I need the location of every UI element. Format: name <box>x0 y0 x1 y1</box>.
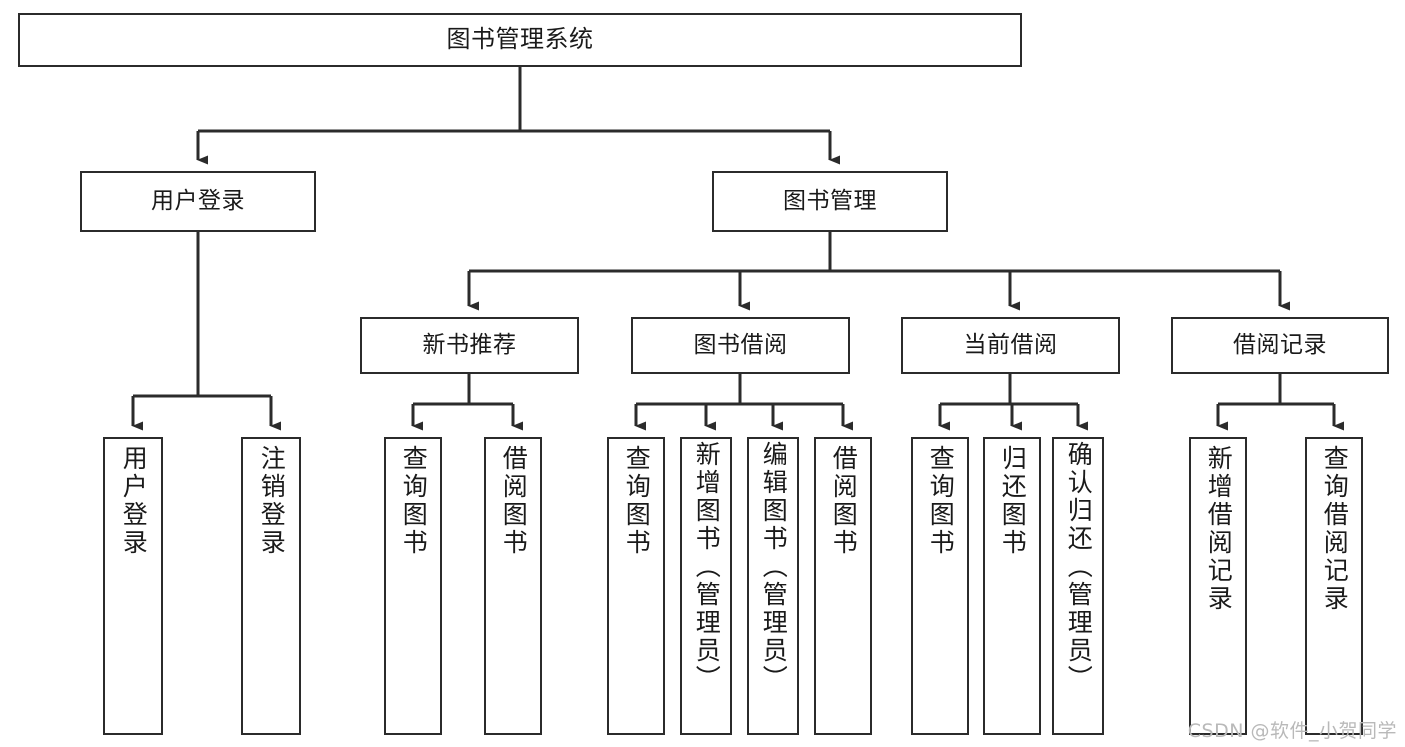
node-label: 用户登录 <box>119 445 149 557</box>
node-label: 新书推荐 <box>422 332 517 359</box>
node-borrowing-record[interactable]: 借阅记录 <box>1171 317 1389 374</box>
node-leaf-borrow-book-recommend[interactable]: 借阅图书 <box>484 437 542 735</box>
node-leaf-add-borrow-record[interactable]: 新增借阅记录 <box>1189 437 1247 735</box>
node-label: 新增借阅记录 <box>1204 445 1234 613</box>
node-leaf-user-login[interactable]: 用户登录 <box>103 437 163 735</box>
node-label: 用户登录 <box>151 188 245 215</box>
node-leaf-query-book-recommend[interactable]: 查询图书 <box>384 437 442 735</box>
node-leaf-borrow-book[interactable]: 借阅图书 <box>814 437 872 735</box>
node-label: 图书管理 <box>783 188 877 215</box>
node-leaf-query-borrow-record[interactable]: 查询借阅记录 <box>1305 437 1363 735</box>
node-label: 图书借阅 <box>693 332 788 359</box>
node-book-management[interactable]: 图书管理 <box>712 171 948 232</box>
node-label: 新增图书（管理员） <box>692 441 722 693</box>
node-leaf-return-book[interactable]: 归还图书 <box>983 437 1041 735</box>
node-label: 当前借阅 <box>963 332 1058 359</box>
csdn-watermark: CSDN @软件_小贺同学 <box>1187 720 1397 742</box>
node-label: 确认归还（管理员） <box>1064 441 1094 693</box>
node-leaf-add-book-admin[interactable]: 新增图书（管理员） <box>680 437 732 735</box>
node-label: 查询图书 <box>622 445 652 557</box>
node-label: 借阅图书 <box>829 445 859 557</box>
node-root-book-management-system[interactable]: 图书管理系统 <box>18 13 1022 67</box>
node-label: 借阅图书 <box>499 445 529 557</box>
node-label: 编辑图书（管理员） <box>759 441 789 693</box>
node-leaf-confirm-return-admin[interactable]: 确认归还（管理员） <box>1052 437 1104 735</box>
node-user-login[interactable]: 用户登录 <box>80 171 316 232</box>
node-current-borrowing[interactable]: 当前借阅 <box>901 317 1120 374</box>
node-label: 归还图书 <box>998 445 1028 557</box>
node-leaf-logout[interactable]: 注销登录 <box>241 437 301 735</box>
node-label: 图书管理系统 <box>446 25 594 54</box>
node-label: 查询图书 <box>399 445 429 557</box>
node-label: 借阅记录 <box>1233 332 1327 359</box>
node-leaf-query-book-borrow[interactable]: 查询图书 <box>607 437 665 735</box>
node-label: 查询图书 <box>926 445 956 557</box>
node-label: 注销登录 <box>257 445 287 557</box>
node-leaf-query-book-current[interactable]: 查询图书 <box>911 437 969 735</box>
node-new-book-recommendation[interactable]: 新书推荐 <box>360 317 579 374</box>
node-leaf-edit-book-admin[interactable]: 编辑图书（管理员） <box>747 437 799 735</box>
node-book-borrowing[interactable]: 图书借阅 <box>631 317 850 374</box>
node-label: 查询借阅记录 <box>1320 445 1350 613</box>
